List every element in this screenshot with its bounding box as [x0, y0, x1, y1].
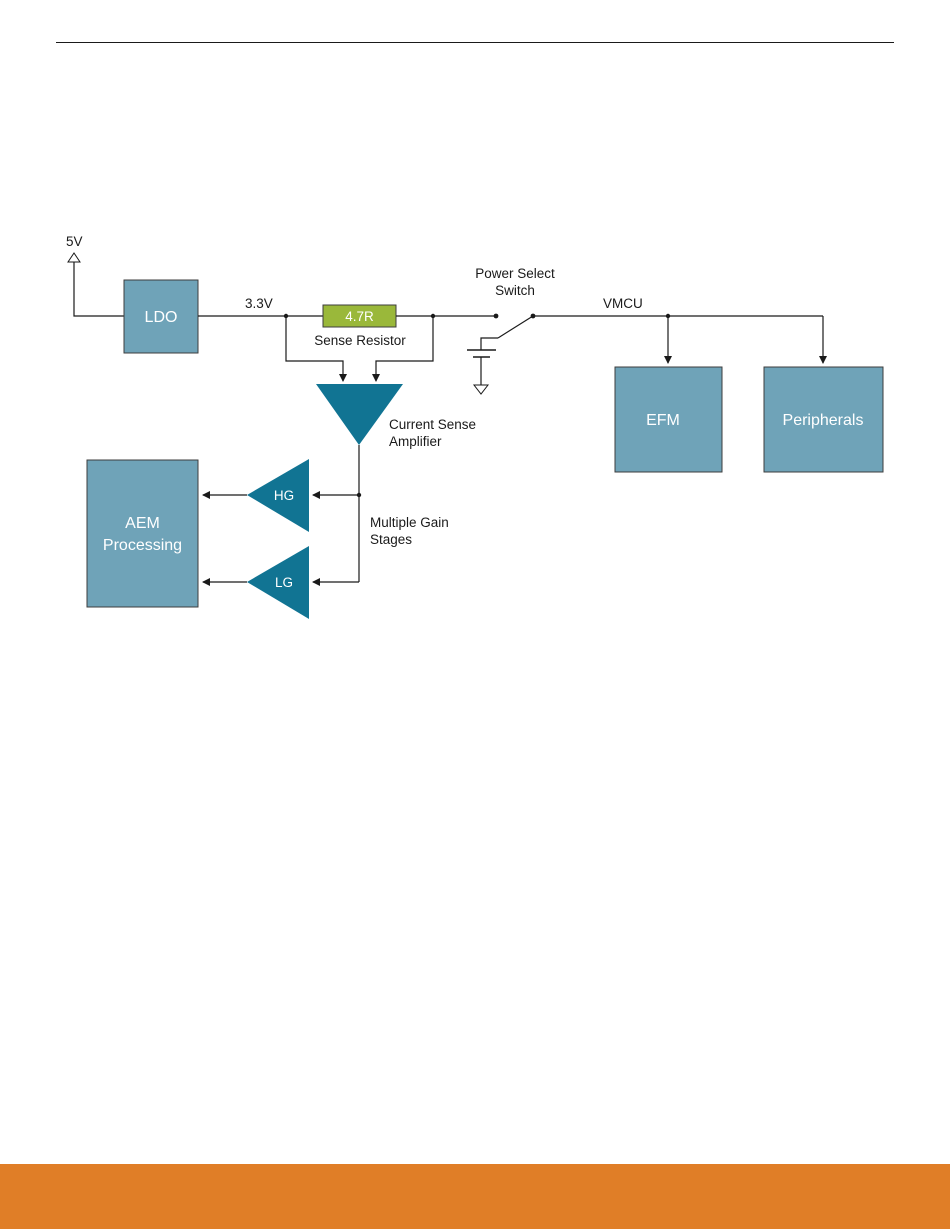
- gain-stages-label-line1: Multiple Gain: [370, 515, 449, 530]
- switch-contact-left: [494, 314, 499, 319]
- csa-label-line2: Amplifier: [389, 434, 442, 449]
- power-select-label-line1: Power Select: [475, 266, 555, 281]
- rail-3v3-label: 3.3V: [245, 296, 273, 311]
- hg-label: HG: [274, 488, 294, 503]
- footer-band: [0, 1164, 950, 1229]
- gain-stages-label-line2: Stages: [370, 532, 412, 547]
- switch-arm: [498, 316, 533, 338]
- supply-5v-label: 5V: [66, 234, 83, 249]
- wire-switch-to-battery: [481, 338, 498, 350]
- resistor-value-label: 4.7R: [345, 309, 374, 324]
- aem-processing-block: [87, 460, 198, 607]
- lg-label: LG: [275, 575, 293, 590]
- wire-5v-to-ldo: [74, 262, 124, 316]
- sense-resistor-label: Sense Resistor: [314, 333, 406, 348]
- supply-5v-symbol: [68, 253, 80, 262]
- efm-label: EFM: [646, 412, 680, 429]
- csa-label-line1: Current Sense: [389, 417, 476, 432]
- aem-label-line1: AEM: [125, 515, 160, 532]
- power-select-label-line2: Switch: [495, 283, 535, 298]
- vmcu-label: VMCU: [603, 296, 643, 311]
- peripherals-label: Peripherals: [783, 412, 864, 429]
- aem-label-line2: Processing: [103, 537, 182, 554]
- ldo-label: LDO: [145, 309, 178, 326]
- ground-icon: [474, 385, 488, 394]
